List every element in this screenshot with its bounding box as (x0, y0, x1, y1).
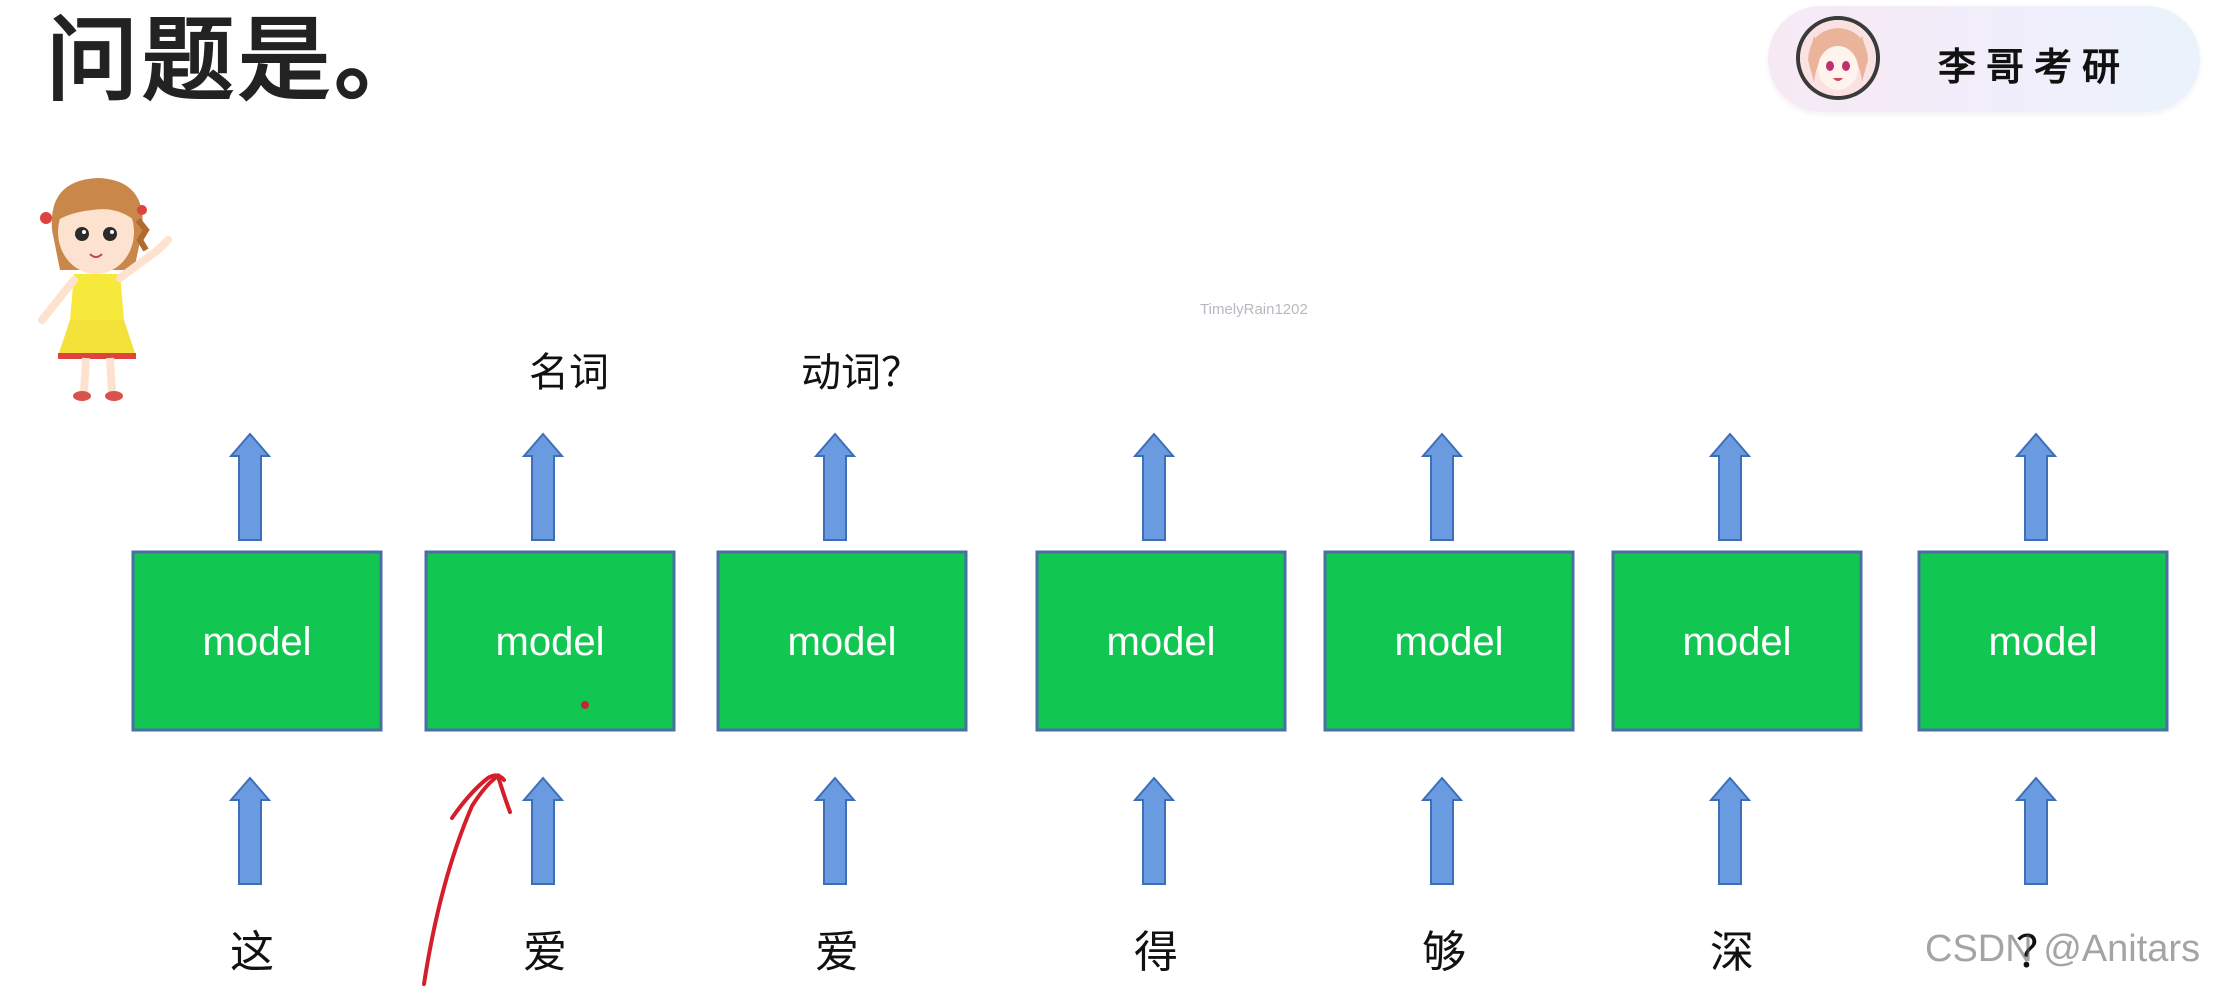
output-arrow-3 (813, 432, 857, 541)
model-box-3 (716, 550, 968, 732)
input-arrow-1 (228, 776, 272, 885)
model-box-5 (1323, 550, 1575, 732)
input-arrow-6 (1708, 776, 1752, 885)
csdn-watermark: CSDN @Anitars (1925, 928, 2201, 970)
model-box-2 (424, 550, 676, 732)
input-arrow-3 (813, 776, 857, 885)
model-box-1 (131, 550, 383, 732)
input-arrow-5 (1420, 776, 1464, 885)
model-label-1: model (203, 620, 312, 664)
output-tag-3: 动词？ (801, 350, 921, 396)
author-avatar-icon (1796, 16, 1880, 100)
model-label-5: model (1395, 620, 1504, 664)
author-badge: 李哥考研 (1768, 6, 2200, 112)
input-token-2: 爱 (523, 927, 567, 978)
input-token-1: 这 (230, 927, 274, 978)
input-token-6: 深 (1710, 927, 1754, 978)
input-arrow-2 (521, 776, 565, 885)
input-arrow-7 (2014, 776, 2058, 885)
model-label-3: model (788, 620, 897, 664)
input-token-7: ？ (2016, 927, 2060, 978)
input-token-4: 得 (1134, 927, 1178, 978)
input-token-5: 够 (1422, 927, 1466, 978)
output-arrow-6 (1708, 432, 1752, 541)
model-box-6 (1611, 550, 1863, 732)
cartoon-girl-icon (38, 178, 172, 401)
output-tag-2: 名词 (529, 350, 609, 396)
output-arrow-2 (521, 432, 565, 541)
output-arrow-5 (1420, 432, 1464, 541)
model-label-2: model (496, 620, 605, 664)
output-arrow-7 (2014, 432, 2058, 541)
model-label-6: model (1683, 620, 1792, 664)
model-box-7 (1917, 550, 2169, 732)
model-label-4: model (1107, 620, 1216, 664)
input-arrow-4 (1132, 776, 1176, 885)
output-arrow-4 (1132, 432, 1176, 541)
output-arrow-1 (228, 432, 272, 541)
pointer-dot-icon (581, 701, 589, 709)
page-title: 问题是。 (46, 6, 431, 114)
input-token-3: 爱 (815, 927, 859, 978)
author-name: 李哥考研 (1938, 45, 2131, 89)
user-watermark: TimelyRain1202 (1200, 301, 1308, 318)
model-label-7: model (1989, 620, 2098, 664)
model-box-4 (1035, 550, 1287, 732)
